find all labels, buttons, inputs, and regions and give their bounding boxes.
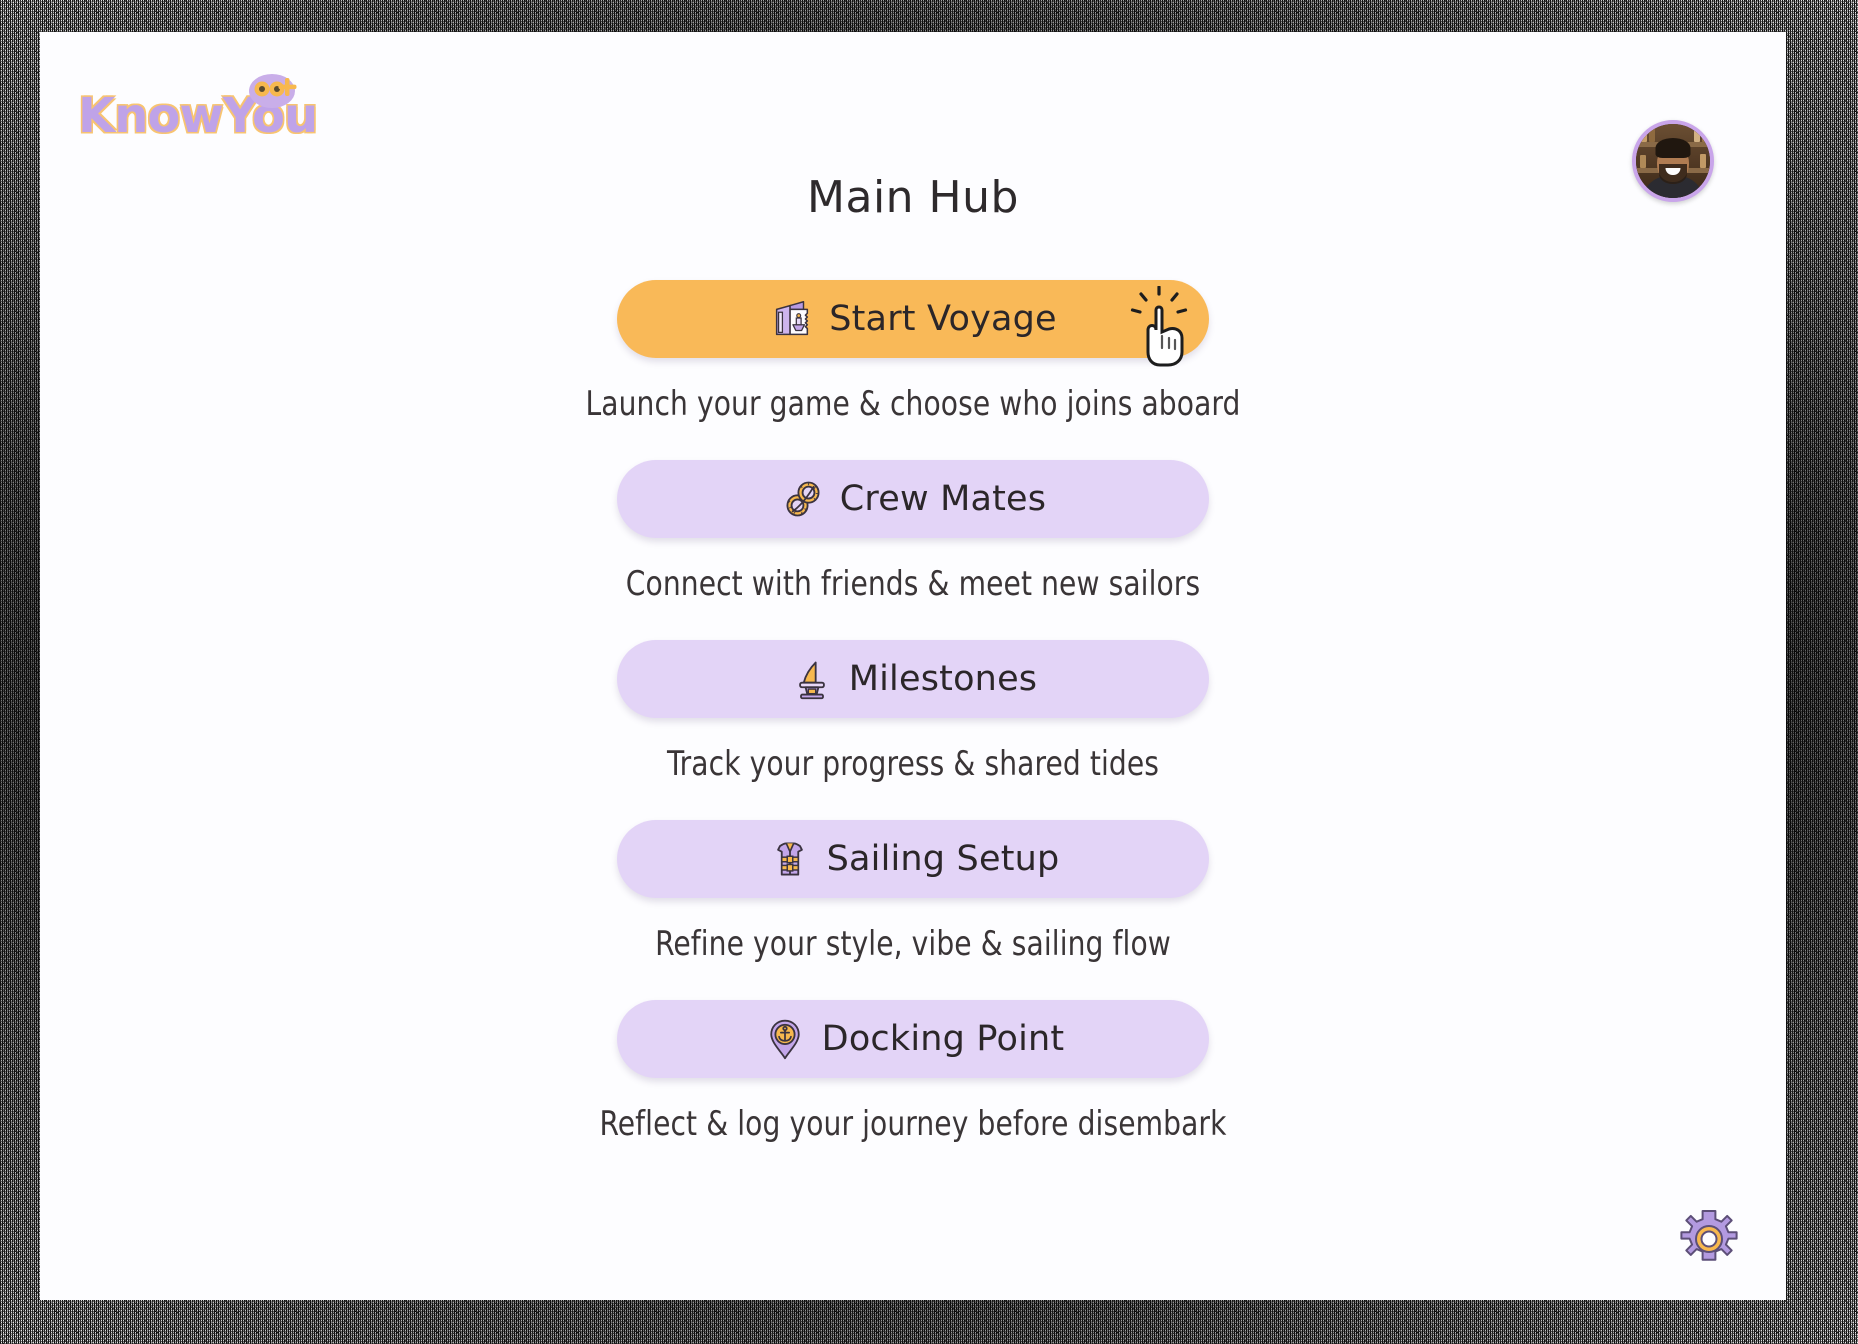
crew-mates-button[interactable]: Crew Mates <box>617 460 1209 538</box>
avatar-smile <box>1665 168 1681 175</box>
menu-block-crew-mates: Crew Mates Connect with friends & meet n… <box>40 460 1786 604</box>
main-menu: Start Voyage Launch your game & ch <box>40 280 1786 1180</box>
boarding-ticket-ship-icon <box>769 296 815 342</box>
avatar[interactable] <box>1632 120 1714 202</box>
docking-point-label: Docking Point <box>821 1019 1065 1059</box>
avatar-hair <box>1655 138 1691 158</box>
menu-block-start-voyage: Start Voyage Launch your game & ch <box>40 280 1786 424</box>
life-vest-icon <box>767 836 813 882</box>
start-voyage-button[interactable]: Start Voyage <box>617 280 1209 367</box>
menu-block-sailing-setup: Sailing Setup Refine your style, vibe & … <box>40 820 1786 964</box>
sailing-setup-button[interactable]: Sailing Setup <box>617 820 1209 898</box>
sailing-setup-subtitle: Refine your style, vibe & sailing flow <box>655 924 1171 964</box>
page-title: Main Hub <box>807 172 1019 223</box>
app-card: KnowYou <box>40 32 1786 1300</box>
avatar-book <box>1641 129 1647 142</box>
avatar-book <box>1649 127 1655 142</box>
map-pin-anchor-icon <box>762 1016 808 1062</box>
trophy-sail-icon <box>789 656 835 702</box>
gear-icon[interactable] <box>1678 1208 1740 1270</box>
avatar-torso <box>1642 176 1704 198</box>
milestones-label: Milestones <box>848 659 1038 699</box>
avatar-book <box>1700 154 1706 168</box>
avatar-book <box>1694 128 1700 142</box>
start-voyage-label: Start Voyage <box>829 299 1057 339</box>
sailing-setup-label: Sailing Setup <box>826 839 1060 879</box>
start-voyage-subtitle: Launch your game & choose who joins aboa… <box>585 384 1241 424</box>
docking-point-button[interactable]: Docking Point <box>617 1000 1209 1078</box>
pointing-hand-click-cursor <box>1130 286 1188 367</box>
menu-block-milestones: Milestones Track your progress & shared … <box>40 640 1786 784</box>
rope-knot-icon <box>780 476 826 522</box>
menu-block-docking-point: Docking Point Reflect & log your journey… <box>40 1000 1786 1144</box>
car-badge-icon <box>249 74 297 108</box>
crew-mates-label: Crew Mates <box>839 479 1047 519</box>
crew-mates-subtitle: Connect with friends & meet new sailors <box>625 564 1201 604</box>
milestones-button[interactable]: Milestones <box>617 640 1209 718</box>
app-logo[interactable]: KnowYou <box>78 70 318 150</box>
avatar-book <box>1702 130 1708 142</box>
docking-point-subtitle: Reflect & log your journey before disemb… <box>599 1104 1227 1144</box>
milestones-subtitle: Track your progress & shared tides <box>666 744 1160 784</box>
avatar-book <box>1640 155 1646 168</box>
